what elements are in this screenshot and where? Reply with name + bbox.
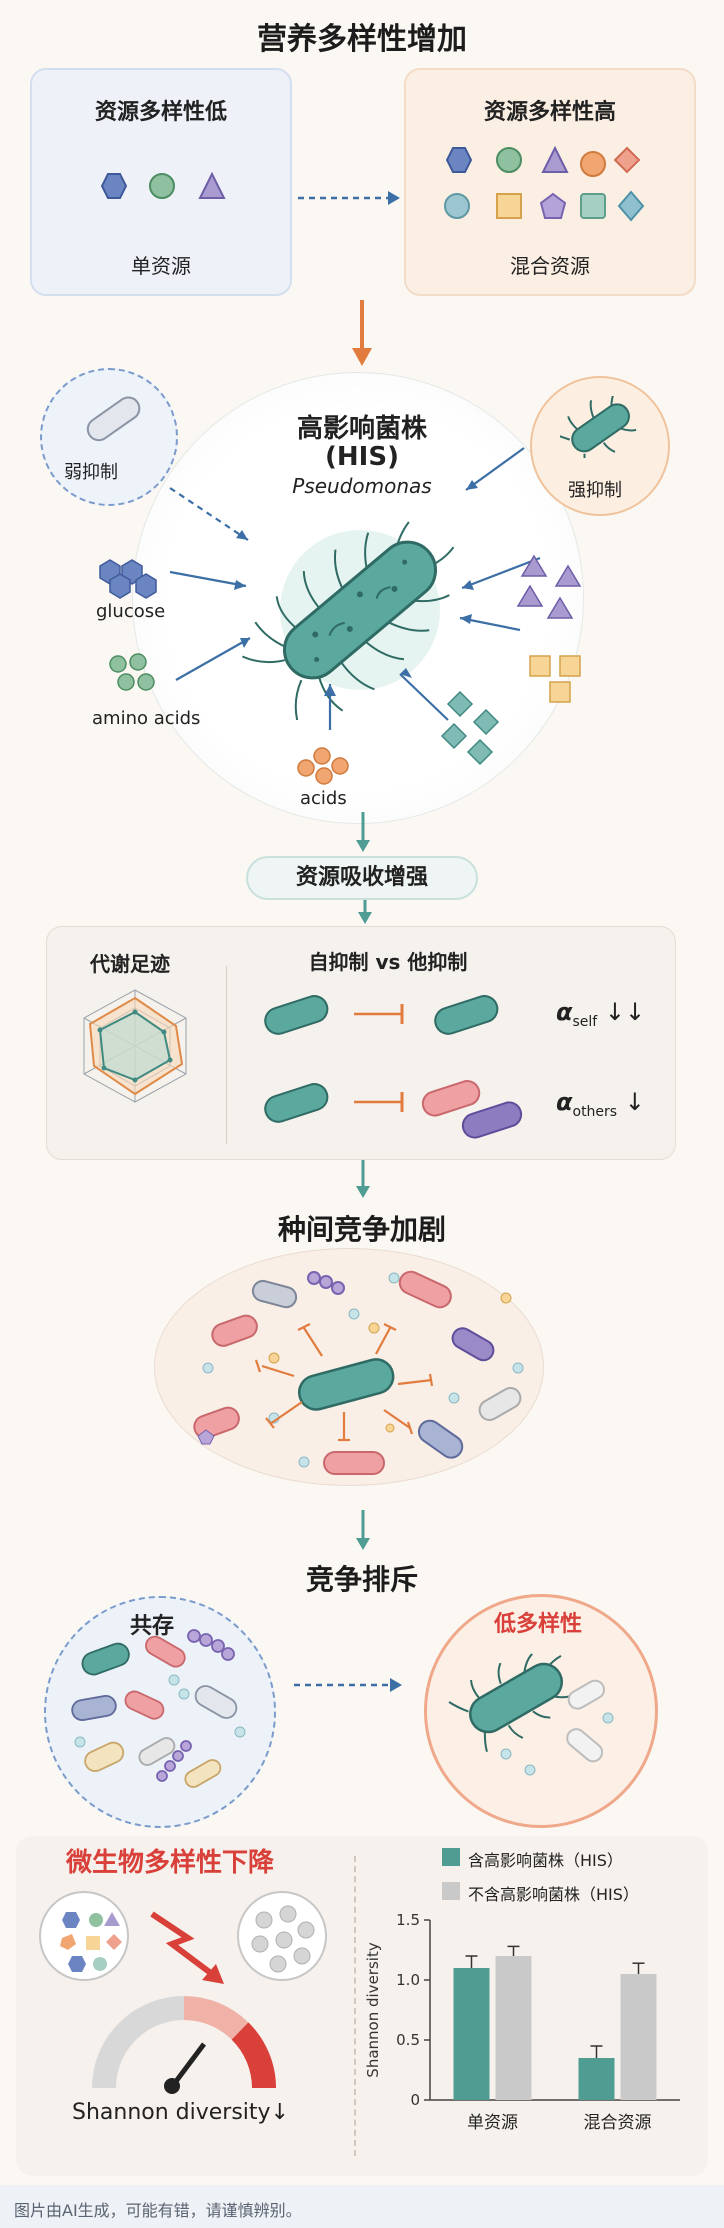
y-tick-label: 1.5 [396,1911,420,1929]
down-arrow-2 [356,812,370,852]
lowdiv-community [448,1653,614,1776]
low-diversity-title: 资源多样性低 [94,100,227,125]
lowdiv-circle [424,1594,658,1828]
x-tick-label: 单资源 [467,2113,518,2133]
dashed-arrow [298,191,400,205]
acids-label: acids [300,788,347,809]
glucose-icon [99,559,157,599]
legend-nohis-label: 不含高影响菌株（HIS） [468,1885,639,1904]
others-inhibition-row [264,1080,523,1139]
alpha-self-label: αself ↓↓ [556,998,645,1030]
his-abbr: (HIS) [325,442,399,472]
exclusion-title: 竞争排斥 [305,1563,418,1596]
amino-acids-icon [109,653,155,691]
triangle-shape [198,171,226,199]
lowdiv-label: 低多样性 [494,1612,583,1637]
x-tick-label: 混合资源 [584,2113,652,2133]
hexagon-shape [100,173,128,199]
diamond-shapes [440,690,500,766]
weak-bacterium-icon [86,396,141,442]
bar [578,2058,615,2100]
mixed-resource-shapes [444,145,645,222]
his-species: Pseudomonas [292,474,432,498]
strong-inhibition-circle [530,376,670,516]
alpha-self-arrows: ↓↓ [604,998,646,1026]
alpha-others-label: αothers ↓ [556,1088,645,1120]
legend-nohis-swatch [442,1882,460,1900]
glucose-label: glucose [96,601,166,622]
uptake-pill: 资源吸收增强 [246,856,478,900]
shannon-gauge-label: Shannon diversity↓ [72,2100,290,2125]
his-title: 高影响菌株 [296,414,427,444]
high-diversity-title: 资源多样性高 [483,100,616,125]
footer-disclaimer: 图片由AI生成，可能有错，请谨慎辨别。 [0,2185,724,2228]
legend-his-label: 含高影响菌株（HIS） [468,1851,623,1870]
strong-bacterium-icon [560,396,637,458]
panel-divider [226,966,227,1144]
single-resource-shapes [100,171,226,199]
his-bacterium [241,521,455,720]
weak-inhibition-label: 弱抑制 [64,462,118,483]
bar [453,1968,490,2100]
right-nutrient-shapes [516,554,582,703]
weak-inhibition-circle [40,368,178,506]
single-resource-caption: 单资源 [131,254,191,278]
diversity-decline-icons [39,1891,327,1984]
competition-title: 种间竞争加剧 [277,1213,446,1246]
high-diversity-panel [404,68,696,296]
inflow-arrows [169,447,541,730]
down-arrow-3 [358,900,372,924]
dashed-arrow-2 [294,1678,402,1692]
inhibition-title: 自抑制 vs 他抑制 [308,950,468,974]
circle-shape [149,173,175,199]
footprint-title: 代谢足迹 [90,952,170,976]
down-arrow-4 [356,1160,370,1198]
bar [495,1956,532,2100]
radar-chart-icon [83,989,187,1103]
legend-his-swatch [442,1848,460,1866]
y-tick-label: 0.5 [396,2031,420,2049]
down-arrow-5 [356,1510,370,1550]
acids-icon [297,747,349,785]
amino-acids-label: amino acids [92,708,201,729]
alpha-others-symbol: α [556,1088,573,1116]
page-title: 营养多样性增加 [257,22,467,57]
y-axis-label: Shannon diversity [364,1942,382,2078]
coexist-label: 共存 [130,1614,175,1639]
alpha-others-subscript: others [572,1103,618,1120]
bottom-divider [354,1856,356,2156]
decline-title: 微生物多样性下降 [66,1848,275,1878]
down-arrow-1 [352,300,372,366]
mixed-resource-caption: 混合资源 [510,254,590,278]
bar [620,1974,657,2100]
coexist-community [71,1629,246,1788]
bottom-panel [16,1836,708,2176]
y-tick-label: 0 [410,2091,420,2109]
alpha-self-subscript: self [572,1013,598,1030]
strong-inhibition-label: 强抑制 [568,480,622,501]
self-inhibition-row [264,995,499,1035]
shannon-gauge [92,1996,276,2094]
alpha-others-arrows: ↓ [624,1088,645,1116]
alpha-self-symbol: α [556,998,573,1026]
competition-community [193,1270,524,1475]
y-tick-label: 1.0 [396,1971,420,1989]
